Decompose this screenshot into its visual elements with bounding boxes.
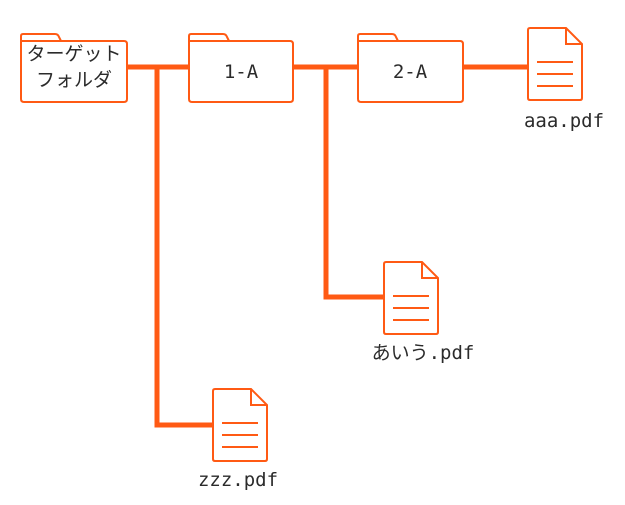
file-aaa: aaa.pdf (524, 27, 604, 132)
connector-target-to-zzz (154, 64, 216, 428)
folder-2a: 2-A (357, 33, 464, 103)
document-icon (383, 261, 439, 335)
file-aiu-label: あいう.pdf (372, 342, 475, 364)
folder-icon (20, 33, 128, 103)
folder-icon (357, 33, 464, 103)
document-icon (212, 388, 268, 462)
folder-2a-label: 2-A (393, 61, 428, 83)
folder-1a: 1-A (188, 33, 294, 103)
target-folder-label-line1: ターゲット (26, 43, 121, 65)
target-folder-label-line2: フォルダ (36, 69, 112, 91)
file-zzz-label: zzz.pdf (198, 469, 278, 491)
folder-icon (188, 33, 294, 103)
file-zzz: zzz.pdf (198, 388, 278, 491)
folder-1a-label: 1-A (224, 61, 259, 83)
file-aiu: あいう.pdf (372, 261, 475, 364)
file-aaa-label: aaa.pdf (524, 110, 604, 132)
target-folder: ターゲット フォルダ (20, 33, 128, 103)
document-icon (527, 27, 583, 101)
connector-1a-to-aiu (323, 64, 387, 300)
tree-connectors (125, 64, 531, 428)
